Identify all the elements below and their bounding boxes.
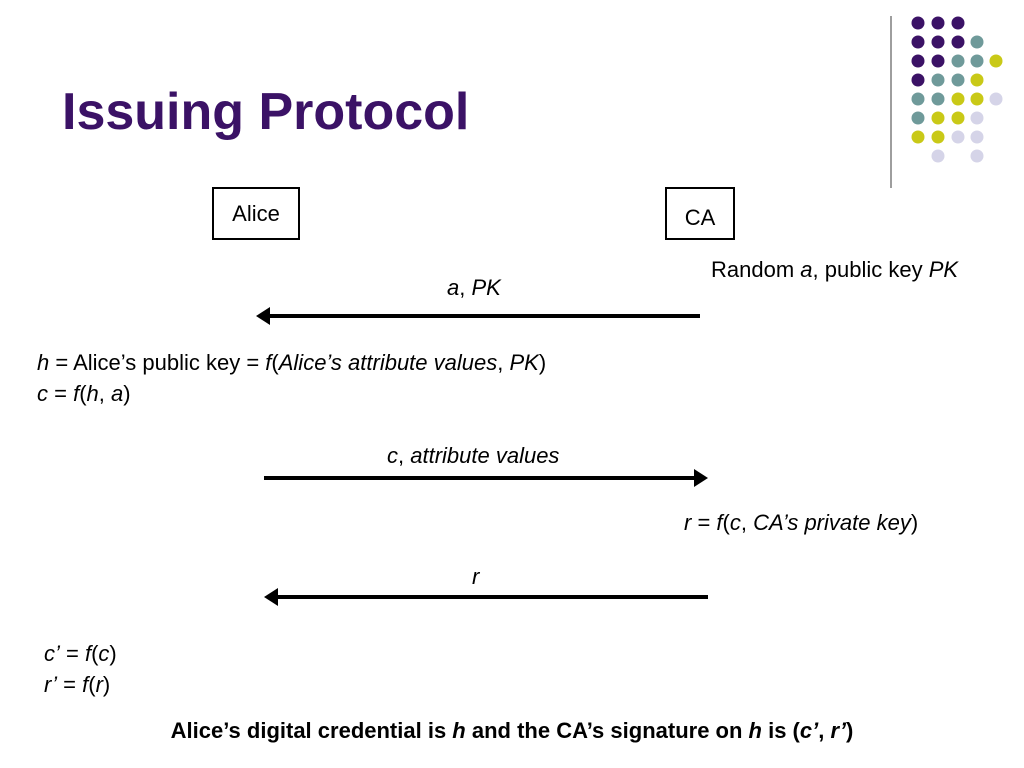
ca-label: CA [684,204,716,230]
dot [911,111,925,125]
dot [951,73,965,87]
slide-title: Issuing Protocol [62,83,470,141]
message-3-arrow [264,588,708,606]
dot [911,54,925,68]
ca-box: CA [665,187,735,240]
dot [911,16,925,30]
dot [931,16,945,30]
dot [931,35,945,49]
conclusion-text: Alice’s digital credential is h and the … [170,718,854,743]
alice-compute-c: c = f(h, a) [37,381,131,406]
dot [911,92,925,106]
dot [970,92,984,106]
alice-compute-h: h = Alice’s public key = f(Alice’s attri… [37,350,547,375]
dot [931,54,945,68]
dot [911,73,925,87]
ca-compute-r: r = f(c, CA’s private key) [684,510,919,535]
arrowhead-right [694,469,708,487]
dot [911,130,925,144]
dot [951,130,965,144]
dot [970,149,984,163]
dot [970,35,984,49]
ca-setup-text: Random a, public key PK [711,257,959,282]
alice-final-r-prime: r’ = f(r) [44,672,111,697]
dot [951,16,965,30]
message-1-arrow [256,307,700,325]
dot [931,92,945,106]
dot [911,35,925,49]
dot [931,149,945,163]
dot [970,111,984,125]
dot [951,54,965,68]
dot [989,92,1003,106]
dot [931,73,945,87]
decorative-dot-grid [890,16,1003,188]
dot [970,73,984,87]
message-2-arrow [264,469,708,487]
dot [951,92,965,106]
dot [989,54,1003,68]
dot [970,130,984,144]
message-1-label: a, PK [447,275,501,300]
alice-box: Alice [212,187,300,240]
dot [931,130,945,144]
arrowhead-left [256,307,270,325]
dot [951,35,965,49]
arrowhead-left [264,588,278,606]
dot [931,111,945,125]
message-2-label: c, attribute values [387,443,560,468]
message-3-label: r [472,564,480,589]
dot [951,111,965,125]
dot [970,54,984,68]
alice-final-c-prime: c’ = f(c) [44,641,117,666]
alice-label: Alice [232,200,280,226]
